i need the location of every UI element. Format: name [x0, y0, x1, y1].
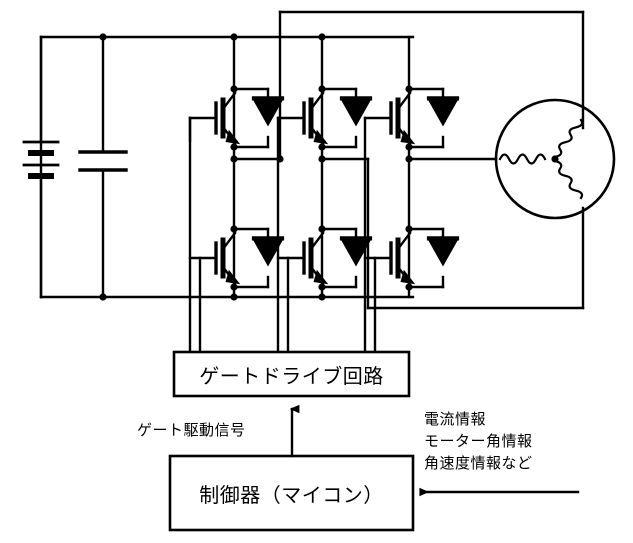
gate-leads — [188, 116, 377, 354]
dc-battery — [22, 35, 60, 299]
gate-drive-box-label: ゲートドライブ回路 — [199, 363, 384, 388]
feedback-signal-label: 電流情報 モーター角情報 角速度情報など — [424, 408, 533, 474]
feedback-line-angular-velocity: 角速度情報など — [424, 454, 533, 472]
phase-u-output — [232, 10, 585, 161]
gate-drive-box — [172, 350, 411, 398]
controller-box-label: 制御器（マイコン） — [199, 482, 384, 507]
junction-dots — [99, 33, 413, 301]
igbt-w-high — [365, 89, 457, 147]
controller-box — [168, 454, 415, 532]
phase-v-output — [320, 157, 585, 310]
gate-drive-signal-label: ゲート駆動信号 — [137, 421, 246, 439]
feedback-line-motor-angle: モーター角情報 — [424, 432, 533, 450]
igbt-v-high — [278, 89, 370, 147]
igbt-u-high — [190, 89, 282, 147]
three-phase-motor — [494, 98, 616, 220]
igbt-u-low — [190, 229, 282, 287]
feedback-line-current: 電流情報 — [424, 410, 487, 428]
dc-link-capacitor — [78, 35, 128, 299]
igbt-w-low — [365, 229, 457, 287]
igbt-v-low — [278, 229, 370, 287]
